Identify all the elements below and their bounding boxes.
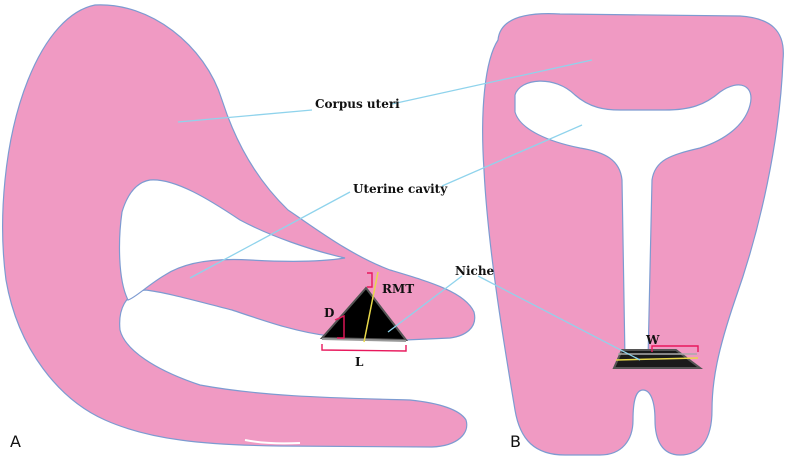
leader-cavity-to-a xyxy=(189,191,351,279)
myometrium-centerline xyxy=(363,271,379,343)
width-label: W xyxy=(645,333,660,347)
uterine-cavity-label: Uterine cavity xyxy=(353,182,448,196)
leader-corpus-to-a xyxy=(177,109,313,123)
uterine-cavity-sagittal xyxy=(118,179,346,301)
rmt-bracket xyxy=(367,272,373,288)
panel-b-label: B xyxy=(510,432,521,451)
leader-cavity-to-b xyxy=(441,124,583,187)
length-label: L xyxy=(355,355,364,369)
panel-a-label: A xyxy=(10,432,21,451)
niche-label: Niche xyxy=(455,264,495,278)
depth-bracket xyxy=(334,314,345,339)
leader-lines xyxy=(177,59,641,361)
uterine-cavity-coronal xyxy=(514,80,752,361)
panel-a: RMT D L A xyxy=(2,4,476,451)
panel-b: W B xyxy=(482,13,784,456)
width-bracket xyxy=(651,345,699,352)
leader-corpus-to-b xyxy=(391,59,593,105)
depth-label: D xyxy=(324,306,334,320)
leader-niche-to-b xyxy=(477,275,641,361)
corpus-uteri-label: Corpus uteri xyxy=(315,97,400,111)
length-bracket xyxy=(321,344,407,352)
leader-niche-to-a xyxy=(387,275,463,333)
niche-centerline-coronal xyxy=(615,357,699,361)
rmt-label: RMT xyxy=(382,282,414,296)
surface-highlight xyxy=(244,439,301,445)
